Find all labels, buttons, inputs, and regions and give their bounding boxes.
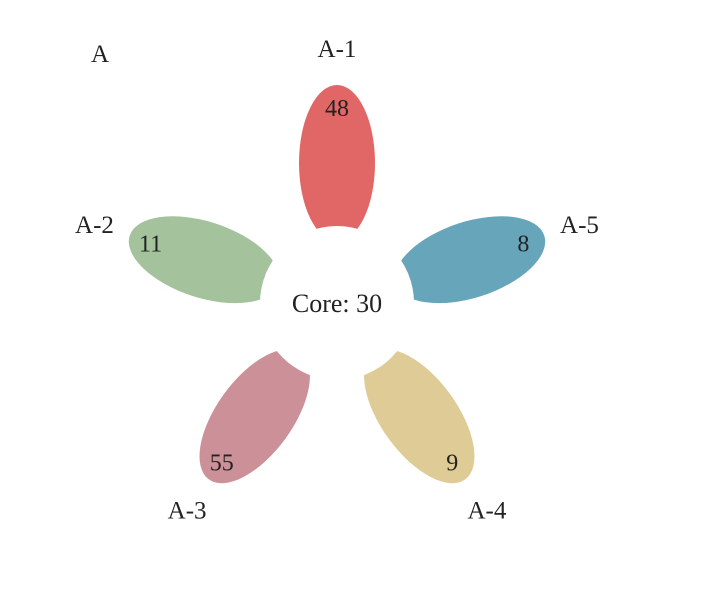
petal-value-a-2: 11 [139, 231, 162, 257]
petal-a-5 [394, 216, 546, 304]
petal-a-1 [299, 85, 375, 241]
petal-value-a-1: 48 [325, 96, 349, 122]
petal-label-a-1: A-1 [318, 36, 357, 63]
petal-label-a-4: A-4 [467, 497, 506, 524]
panel-label: A [91, 41, 109, 68]
petal-label-a-3: A-3 [168, 497, 207, 524]
petal-label-a-5: A-5 [560, 212, 599, 239]
petal-value-a-5: 8 [517, 231, 529, 257]
petal-value-a-3: 55 [210, 451, 234, 477]
core-label: Core: 30 [292, 289, 382, 318]
petal-a-3 [199, 349, 310, 484]
core-circle [260, 226, 414, 380]
petals-group [128, 85, 546, 484]
petal-a-4 [364, 349, 475, 484]
petal-label-a-2: A-2 [75, 212, 114, 239]
petal-a-2 [128, 216, 280, 304]
petal-value-a-4: 9 [446, 451, 458, 477]
